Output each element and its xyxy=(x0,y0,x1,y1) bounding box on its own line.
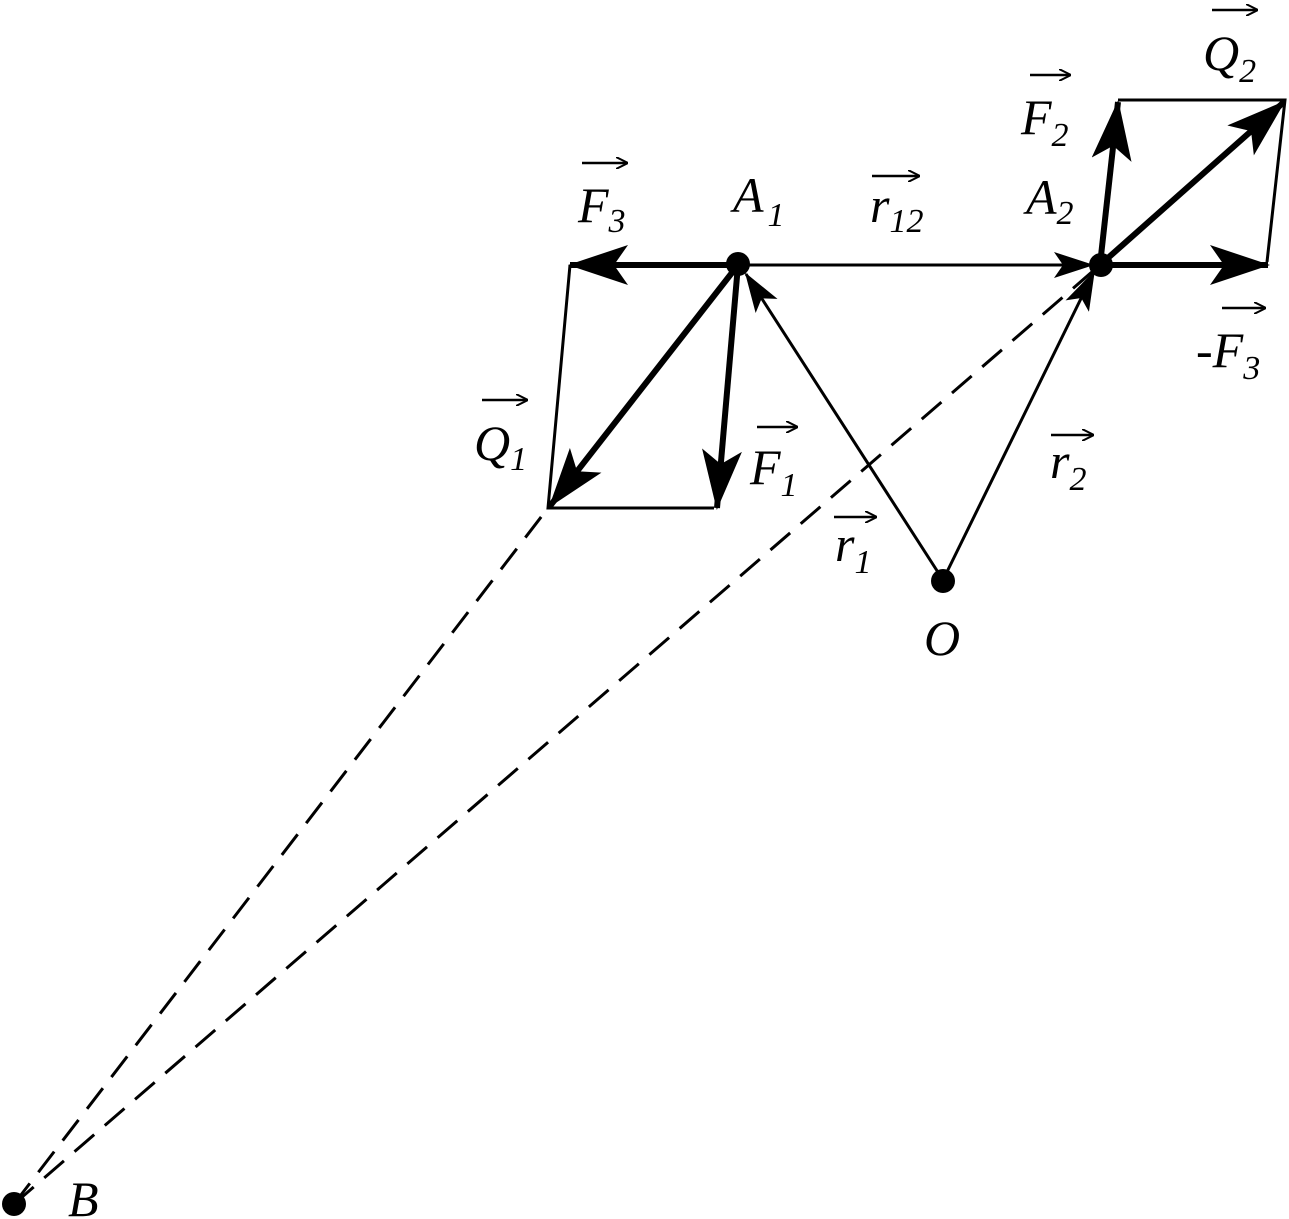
vector-F1 xyxy=(702,264,742,510)
point-A1 xyxy=(726,252,750,276)
label-r1: r1 xyxy=(835,516,871,581)
label-r2: r2 xyxy=(1050,433,1086,498)
vector-Q2 xyxy=(1098,99,1286,268)
label-F2: F2 xyxy=(1020,89,1069,154)
parallelogram-A2 xyxy=(1118,98,1287,263)
parallelogram-A1 xyxy=(546,264,714,510)
vector-r2 xyxy=(941,270,1096,581)
vector-r1 xyxy=(744,272,945,581)
label-B: B xyxy=(68,1171,99,1219)
label-F3: F3 xyxy=(577,177,626,240)
dashed-line-B-to-Q1 xyxy=(12,507,550,1205)
label-A2: A2 xyxy=(1023,169,1074,232)
vector-F2 xyxy=(1091,100,1132,266)
point-A2 xyxy=(1089,253,1113,277)
label-r12: r12 xyxy=(870,177,923,240)
label-O: O xyxy=(924,610,960,666)
label-Q1: Q1 xyxy=(474,415,527,478)
label-F1: F1 xyxy=(749,439,798,504)
point-O xyxy=(931,569,955,593)
label-neg-F3: -F3 xyxy=(1196,322,1260,387)
vector-Q1 xyxy=(547,263,741,508)
point-B xyxy=(2,1192,26,1216)
label-Q2: Q2 xyxy=(1203,25,1256,90)
